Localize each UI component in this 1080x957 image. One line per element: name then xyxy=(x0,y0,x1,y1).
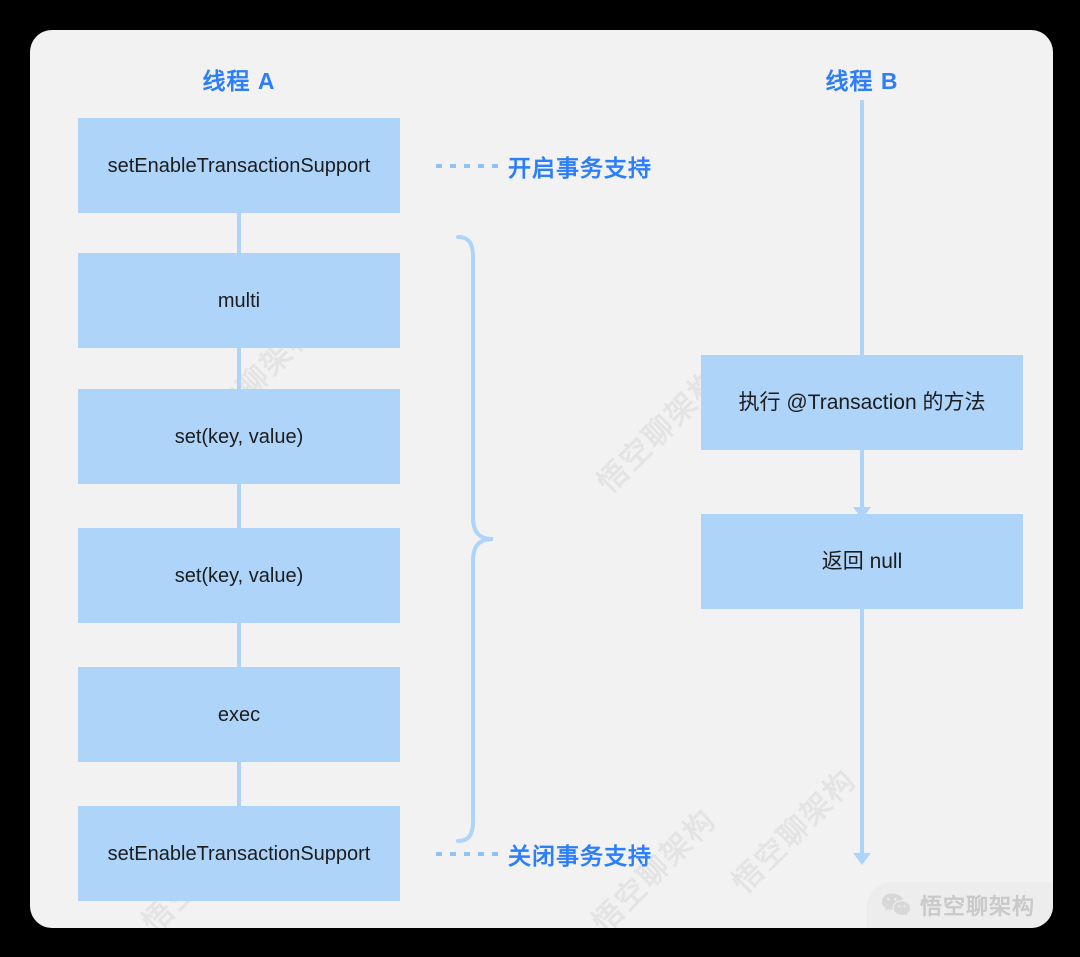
diagram-card: 悟空聊架构 悟空聊架构 悟空聊架构 悟空聊架构 悟空聊架构 线程 A 线程 B … xyxy=(30,30,1053,928)
connector-arrow xyxy=(860,450,864,508)
node-set-enable-transaction-support-off[interactable]: setEnableTransactionSupport xyxy=(78,806,400,901)
annotation-open-transaction: 开启事务支持 xyxy=(508,155,652,181)
node-multi[interactable]: multi xyxy=(78,253,400,348)
annotation-close-transaction: 关闭事务支持 xyxy=(508,843,652,869)
connector-arrow xyxy=(860,609,864,854)
connector-arrow xyxy=(237,623,241,681)
node-set-enable-transaction-support-on[interactable]: setEnableTransactionSupport xyxy=(78,118,400,213)
connector-line-thread-b-start xyxy=(860,100,864,355)
node-execute-transaction-method[interactable]: 执行 @Transaction 的方法 xyxy=(701,355,1023,450)
grouping-brace xyxy=(456,235,494,843)
leader-line-open-transaction xyxy=(436,164,498,168)
column-title-thread-b: 线程 B xyxy=(825,68,899,94)
connector-arrow xyxy=(237,213,241,271)
node-set-key-value-1[interactable]: set(key, value) xyxy=(78,389,400,484)
connector-arrow xyxy=(237,484,241,542)
node-set-key-value-2[interactable]: set(key, value) xyxy=(78,528,400,623)
connector-arrow xyxy=(237,348,241,406)
wechat-account-name: 悟空聊架构 xyxy=(919,894,1035,919)
leader-line-close-transaction xyxy=(436,852,498,856)
connector-arrow xyxy=(237,762,241,820)
node-exec[interactable]: exec xyxy=(78,667,400,762)
watermark-text: 悟空聊架构 xyxy=(726,763,863,900)
column-title-thread-a: 线程 A xyxy=(202,68,276,94)
wechat-account-badge: 悟空聊架构 xyxy=(866,882,1053,928)
wechat-icon xyxy=(881,892,911,918)
node-return-null[interactable]: 返回 null xyxy=(701,514,1023,609)
